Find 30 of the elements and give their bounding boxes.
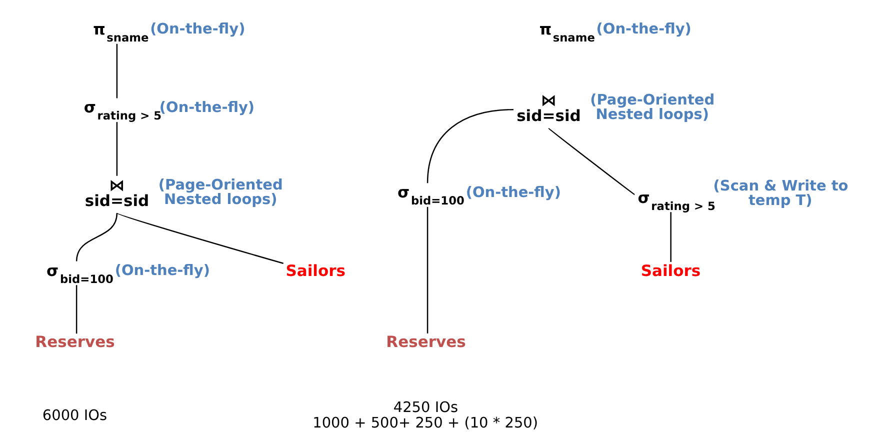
node-label: (On-the-fly) <box>596 22 691 38</box>
connector <box>670 212 671 262</box>
node-text: π$_{sname}$ <box>538 20 594 45</box>
connector <box>75 213 118 262</box>
node-label: (On-the-fly) <box>150 22 245 38</box>
node-label: (On-the-fly) <box>465 184 560 201</box>
node-text: π$_{sname}$ <box>92 20 148 45</box>
label: 1000 + 500+ 250 + (10 * 250) <box>312 416 538 432</box>
node-text: ⋈ sid=sid <box>84 176 149 210</box>
node-text: Sailors <box>640 262 700 280</box>
connector <box>426 206 428 334</box>
connector <box>75 285 77 334</box>
node-text: σ$_{bid=100}$ <box>46 262 113 286</box>
node-text: σ$_{bid=100}$ <box>397 184 464 208</box>
node-text: ⋈ sid=sid <box>516 91 580 125</box>
node-text: σ$_{rating > 5}$ <box>83 98 162 123</box>
connector <box>548 128 634 195</box>
node-text: Reserves <box>34 333 114 352</box>
node-label: (Page-Oriented Nested loops) <box>590 92 714 124</box>
label: 4250 IOs <box>392 400 458 416</box>
connector <box>116 122 118 176</box>
node-label: (On-the-fly) <box>114 262 210 279</box>
node-text: σ$_{rating > 5}$ <box>637 188 715 213</box>
node-label: (Page-Oriented Nested loops) <box>158 178 282 208</box>
connector <box>116 44 118 98</box>
node-text: Sailors <box>285 262 346 280</box>
node-text: Reserves <box>386 333 466 352</box>
connector <box>426 108 513 184</box>
connector <box>116 212 284 264</box>
label: 6000 IOs <box>42 408 107 424</box>
